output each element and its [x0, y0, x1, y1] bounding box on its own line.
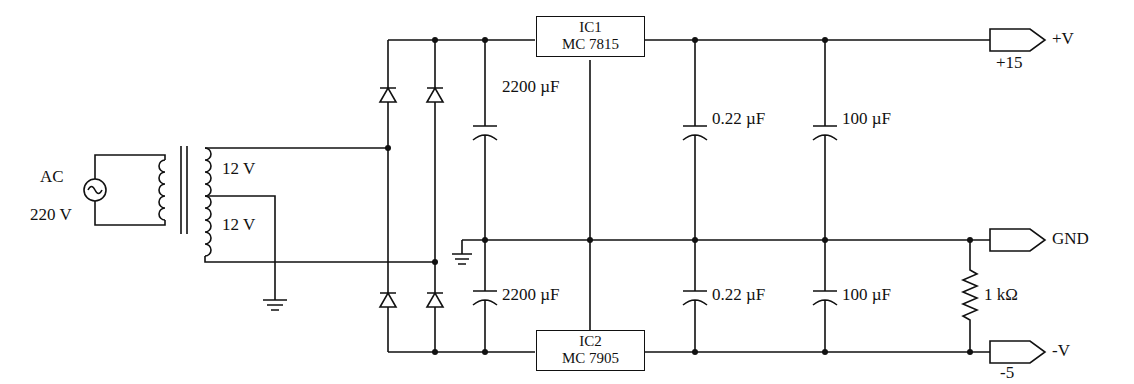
terminal-voltage: -5: [1000, 364, 1014, 383]
source-label: AC: [40, 168, 64, 187]
center-tap-wire: [205, 196, 275, 300]
terminal-voltage: +15: [996, 54, 1023, 73]
secondary-bottom-wire: [205, 256, 435, 262]
capacitor-value: 100 µF: [842, 286, 891, 305]
ground-symbol: [263, 300, 287, 310]
diode-symbol: [380, 88, 443, 307]
terminal-name: +V: [1052, 30, 1074, 49]
ground-rail: [462, 239, 990, 241]
winding-label: 12 V: [222, 160, 255, 179]
positive-rail: [388, 39, 990, 41]
junction-dot: [385, 37, 973, 355]
regulator-ic: IC1MC 7815: [536, 16, 645, 57]
output-terminal: [990, 29, 1045, 363]
capacitor-symbol: [473, 40, 837, 352]
ac-source-symbol: [84, 179, 106, 201]
ic-name: IC1: [545, 19, 636, 36]
capacitor-value: 0.22 µF: [712, 110, 765, 129]
secondary-top-wire: [205, 147, 388, 149]
ic-name: IC2: [545, 333, 636, 350]
regulator-ic: IC2MC 7905: [536, 330, 645, 371]
capacitor-value: 2200 µF: [502, 286, 560, 305]
capacitor-value: 0.22 µF: [712, 286, 765, 305]
winding-label: 12 V: [222, 216, 255, 235]
regulator-ground-pin: [589, 60, 591, 330]
sine-mark: [88, 187, 102, 194]
secondary-coil: [205, 148, 211, 256]
primary-coil: [159, 160, 165, 220]
capacitor-value: 100 µF: [842, 110, 891, 129]
terminal-name: -V: [1052, 342, 1070, 361]
voltage-label: 220 V: [30, 206, 72, 225]
ic-part-number: MC 7815: [545, 36, 636, 53]
resistor-value: 1 kΩ: [984, 286, 1018, 305]
primary-wire: [95, 155, 165, 225]
resistor-symbol: [963, 240, 977, 352]
negative-rail: [388, 351, 990, 353]
ground-symbol: [452, 240, 472, 264]
terminal-name: GND: [1052, 230, 1089, 249]
transformer-core: [181, 146, 187, 234]
ic-part-number: MC 7905: [545, 350, 636, 367]
capacitor-value: 2200 µF: [502, 78, 560, 97]
